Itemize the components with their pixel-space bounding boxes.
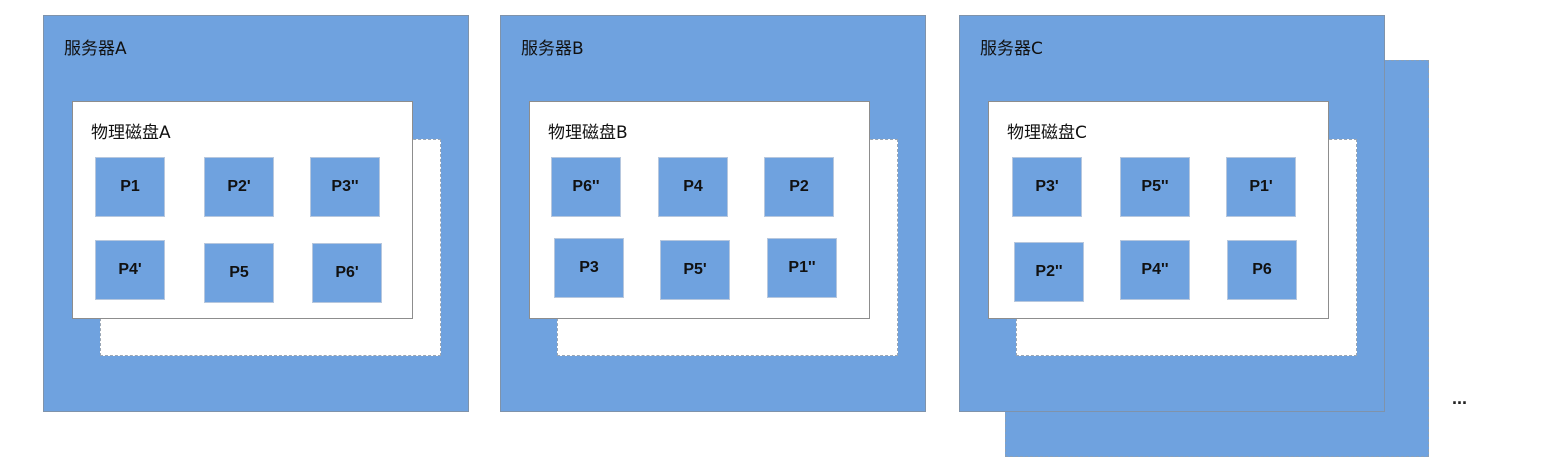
partition-block: P1' — [1226, 157, 1296, 217]
partition-block: P3' — [1012, 157, 1082, 217]
server-c: 服务器C 物理磁盘C P3' P5'' P1' P2'' P4'' P6 — [959, 15, 1385, 412]
partition-block: P5 — [204, 243, 274, 303]
partition-block: P4 — [658, 157, 728, 217]
physical-disk-b: 物理磁盘B P6'' P4 P2 P3 P5' P1'' — [529, 101, 870, 319]
partition-block: P2 — [764, 157, 834, 217]
partition-block: P6' — [312, 243, 382, 303]
server-a: 服务器A 物理磁盘A P1 P2' P3'' P4' P5 P6' — [43, 15, 469, 412]
partition-block: P2'' — [1014, 242, 1084, 302]
server-title: 服务器B — [521, 39, 584, 59]
disk-title: 物理磁盘B — [548, 123, 628, 143]
more-servers-ellipsis: ... — [1452, 388, 1468, 408]
partition-block: P6 — [1227, 240, 1297, 300]
partition-block: P5' — [660, 240, 730, 300]
server-b: 服务器B 物理磁盘B P6'' P4 P2 P3 P5' P1'' — [500, 15, 926, 412]
disk-title: 物理磁盘C — [1007, 123, 1087, 143]
partition-block: P1'' — [767, 238, 837, 298]
partition-block: P3 — [554, 238, 624, 298]
server-title: 服务器C — [980, 39, 1043, 59]
partition-block: P4'' — [1120, 240, 1190, 300]
server-title: 服务器A — [64, 39, 127, 59]
disk-title: 物理磁盘A — [91, 123, 171, 143]
partition-block: P5'' — [1120, 157, 1190, 217]
partition-block: P3'' — [310, 157, 380, 217]
partition-block: P1 — [95, 157, 165, 217]
partition-block: P2' — [204, 157, 274, 217]
partition-block: P6'' — [551, 157, 621, 217]
physical-disk-c: 物理磁盘C P3' P5'' P1' P2'' P4'' P6 — [988, 101, 1329, 319]
partition-block: P4' — [95, 240, 165, 300]
physical-disk-a: 物理磁盘A P1 P2' P3'' P4' P5 P6' — [72, 101, 413, 319]
